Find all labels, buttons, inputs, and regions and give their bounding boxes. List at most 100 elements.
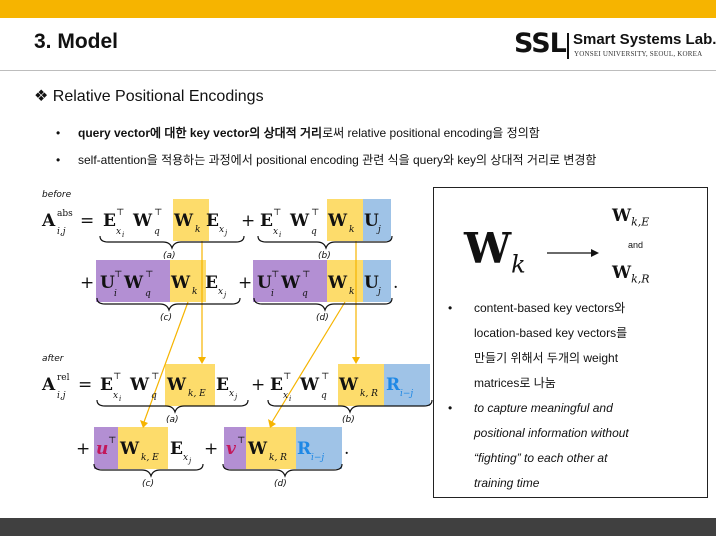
bullet-self-attention: • self-attention을 적용하는 과정에서 positional en…: [56, 151, 596, 168]
svg-text:W: W: [123, 273, 144, 293]
svg-text:U: U: [257, 273, 272, 293]
svg-text:U: U: [364, 211, 379, 231]
term-label-b: (b): [342, 415, 355, 425]
svg-text:j: j: [187, 457, 192, 465]
svg-text:⊤: ⊤: [113, 372, 121, 382]
equation-after-row2: + u ⊤ W k, E E x j + v ⊤ W k, R R i−j . …: [76, 436, 349, 489]
svg-text:+: +: [76, 439, 90, 459]
svg-text:abs: abs: [57, 209, 73, 219]
svg-text:x: x: [113, 391, 118, 401]
logo-subtitle: YONSEI UNIVERSITY, SEOUL, KOREA: [574, 50, 703, 58]
svg-text:q: q: [321, 391, 327, 401]
svg-text:j: j: [223, 229, 228, 237]
equation-before-row2: + U ⊤ i W ⊤ q W k E x j + U ⊤ i W ⊤ q W …: [80, 270, 398, 323]
svg-text:E: E: [260, 211, 273, 231]
weight-location-symbol: Wk,R: [612, 263, 650, 286]
equation-figure: before after A abs i,j = E ⊤ x i W ⊤ q W…: [41, 190, 433, 489]
svg-text:i: i: [122, 231, 124, 239]
highlight-purple: [96, 260, 170, 302]
panel-line: “fighting” to each other at: [474, 451, 608, 465]
highlight-yellow: [173, 199, 209, 241]
highlight-purple: [94, 427, 118, 469]
highlight-yellow: [327, 260, 363, 302]
panel-line: positional information without: [474, 426, 629, 440]
svg-text:q: q: [145, 289, 151, 299]
svg-text:i: i: [114, 289, 117, 299]
svg-text:E: E: [100, 375, 113, 395]
svg-text:q: q: [151, 391, 157, 401]
highlight-yellow: [118, 427, 168, 469]
term-label-c: (c): [160, 313, 172, 323]
arrow-head: [140, 420, 148, 428]
highlight-purple: [253, 260, 327, 302]
svg-text:q: q: [311, 227, 317, 237]
svg-text:U: U: [100, 273, 115, 293]
highlight-yellow: [327, 199, 363, 241]
panel-line: to capture meaningful and: [474, 401, 613, 415]
svg-text:+: +: [251, 375, 265, 395]
panel-line: 만들기 위해서 두개의 weight: [474, 351, 619, 365]
bullet-text: self-attention을 적용하는 과정에서 positional enc…: [78, 153, 597, 167]
svg-text:k, R: k, R: [269, 453, 287, 463]
svg-text:E: E: [170, 439, 183, 459]
svg-text:A: A: [41, 375, 56, 395]
svg-text:k, R: k, R: [360, 389, 378, 399]
svg-text:E: E: [205, 273, 218, 293]
svg-text:x: x: [218, 287, 223, 297]
svg-text:+: +: [238, 273, 252, 293]
svg-text:i−j: i−j: [311, 453, 324, 463]
and-label: and: [628, 240, 644, 250]
svg-text:R: R: [297, 439, 312, 459]
highlight-blue: [296, 427, 342, 469]
svg-text:W: W: [119, 439, 140, 459]
svg-text:⊤: ⊤: [283, 372, 291, 382]
bullet-dot: •: [448, 301, 453, 315]
right-arrow-icon: [547, 249, 599, 257]
logo-name: Smart Systems Lab.: [573, 31, 716, 48]
ssl-logo: SSL Smart Systems Lab. YONSEI UNIVERSITY…: [514, 28, 716, 63]
svg-text:i,j: i,j: [57, 227, 66, 237]
arrow-line: [143, 301, 189, 423]
svg-text:k: k: [192, 287, 197, 297]
svg-text:W: W: [289, 211, 310, 231]
panel-line: matrices로 나눔: [474, 376, 556, 390]
svg-text:U: U: [364, 273, 379, 293]
svg-text:W: W: [170, 273, 191, 293]
svg-text:E: E: [216, 375, 229, 395]
svg-text:j: j: [376, 287, 381, 297]
svg-text:j: j: [222, 291, 227, 299]
svg-text:i: i: [289, 395, 291, 403]
svg-text:W: W: [173, 211, 194, 231]
svg-text:E: E: [103, 211, 116, 231]
bullet-dot: •: [56, 153, 61, 167]
highlight-purple: [224, 427, 246, 469]
bullet-relative-distance: •query vector에 대한 key vector의 상대적 거리로써 r…: [56, 124, 540, 141]
bullet-dot: •: [56, 126, 61, 140]
svg-text:x: x: [229, 389, 234, 399]
svg-text:i,j: i,j: [57, 391, 66, 401]
highlight-yellow: [170, 260, 206, 302]
svg-text:⊤: ⊤: [108, 436, 116, 446]
svg-text:q: q: [302, 289, 308, 299]
logo-mark: SSL: [514, 28, 567, 59]
svg-text:W: W: [327, 273, 348, 293]
term-label-a: (a): [163, 251, 176, 261]
svg-text:j: j: [233, 393, 238, 401]
svg-text:.: .: [344, 439, 349, 459]
svg-text:j: j: [376, 225, 381, 235]
svg-text:rel: rel: [57, 373, 70, 383]
svg-text:W: W: [280, 273, 301, 293]
svg-text:⊤: ⊤: [237, 436, 245, 446]
svg-text:=: =: [78, 375, 92, 395]
equation-before-row1: A abs i,j = E ⊤ x i W ⊤ q W k E x j + E …: [41, 208, 393, 261]
svg-text:+: +: [80, 273, 94, 293]
svg-text:W: W: [338, 375, 359, 395]
svg-text:⊤: ⊤: [145, 270, 153, 280]
svg-text:W: W: [129, 375, 150, 395]
svg-text:k, E: k, E: [188, 389, 206, 399]
svg-text:k: k: [195, 225, 200, 235]
svg-text:=: =: [80, 211, 94, 231]
svg-text:⊤: ⊤: [114, 270, 122, 280]
svg-text:+: +: [204, 439, 218, 459]
main-weight-symbol: Wk: [464, 224, 526, 279]
